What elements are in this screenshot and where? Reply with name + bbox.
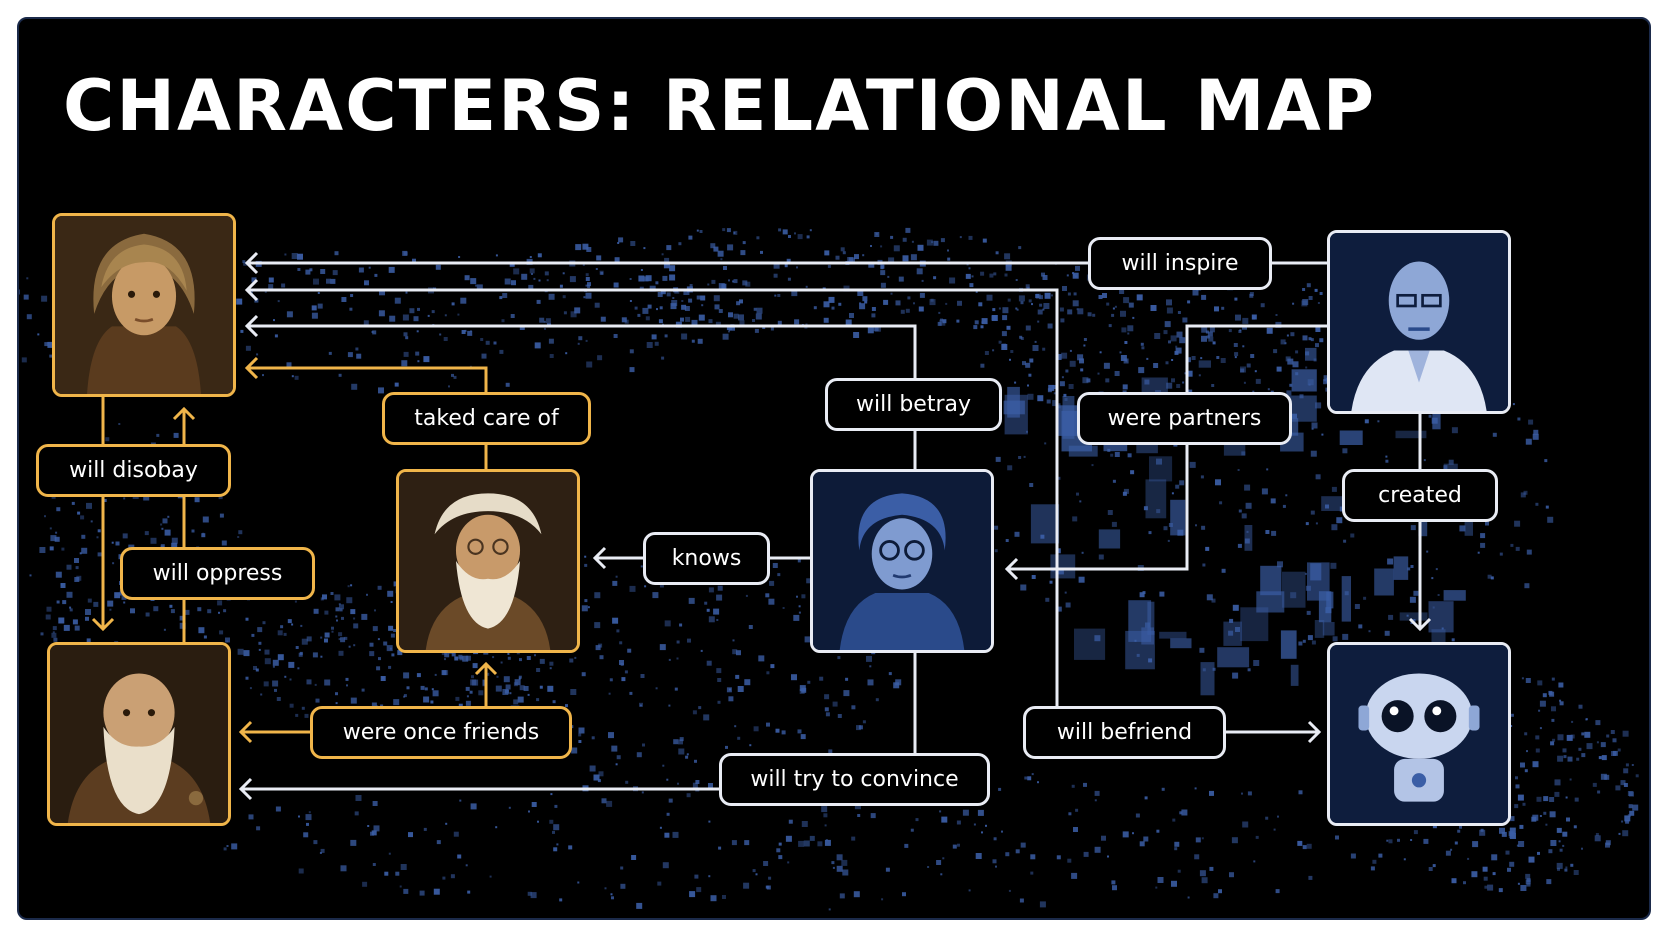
arrowhead-were-once-friends-up [474, 661, 498, 676]
portrait-robot [1327, 642, 1511, 826]
arrowhead-will-oppress [172, 406, 196, 421]
arrowhead-will-befriend-woman [244, 278, 259, 302]
arrowhead-were-partners [1004, 557, 1019, 581]
arrowhead-will-disobay [91, 617, 115, 632]
label-were-partners: were partners [1077, 392, 1292, 445]
relation-arrows [91, 251, 1432, 801]
portrait-young-woman [52, 213, 236, 397]
label-taked-care-of: taked care of [382, 392, 591, 445]
arrowhead-created [1408, 617, 1432, 632]
arrowhead-will-try-to-convince [238, 777, 253, 801]
label-will-disobay: will disobay [36, 444, 231, 497]
label-will-oppress: will oppress [120, 547, 315, 600]
label-created: created [1342, 469, 1498, 522]
label-will-befriend: will befriend [1023, 706, 1226, 759]
link-will-befriend-up [247, 288, 1059, 706]
arrowhead-will-befriend-robot [1307, 720, 1322, 744]
link-were-partners [1007, 324, 1327, 571]
arrowhead-knows [592, 546, 607, 570]
portrait-old-bearded-man [396, 469, 580, 653]
arrowhead-will-betray [244, 314, 259, 338]
label-will-inspire: will inspire [1088, 237, 1272, 290]
slide-title: CHARACTERS: RELATIONAL MAP [63, 65, 1377, 147]
label-will-try-to-convince: will try to convince [719, 753, 990, 806]
label-were-once-friends: were once friends [310, 706, 572, 759]
portrait-bald-bearded-man [47, 642, 231, 826]
portrait-bald-scientist [1327, 230, 1511, 414]
label-knows: knows [643, 532, 770, 585]
portrait-old-woman [810, 469, 994, 653]
label-will-betray: will betray [825, 378, 1002, 431]
arrowhead-were-once-friends-left [238, 720, 253, 744]
arrowhead-will-inspire [244, 251, 259, 275]
slide-frame: CHARACTERS: RELATIONAL MAP [17, 17, 1651, 920]
arrowhead-taked-care-of [244, 356, 259, 380]
